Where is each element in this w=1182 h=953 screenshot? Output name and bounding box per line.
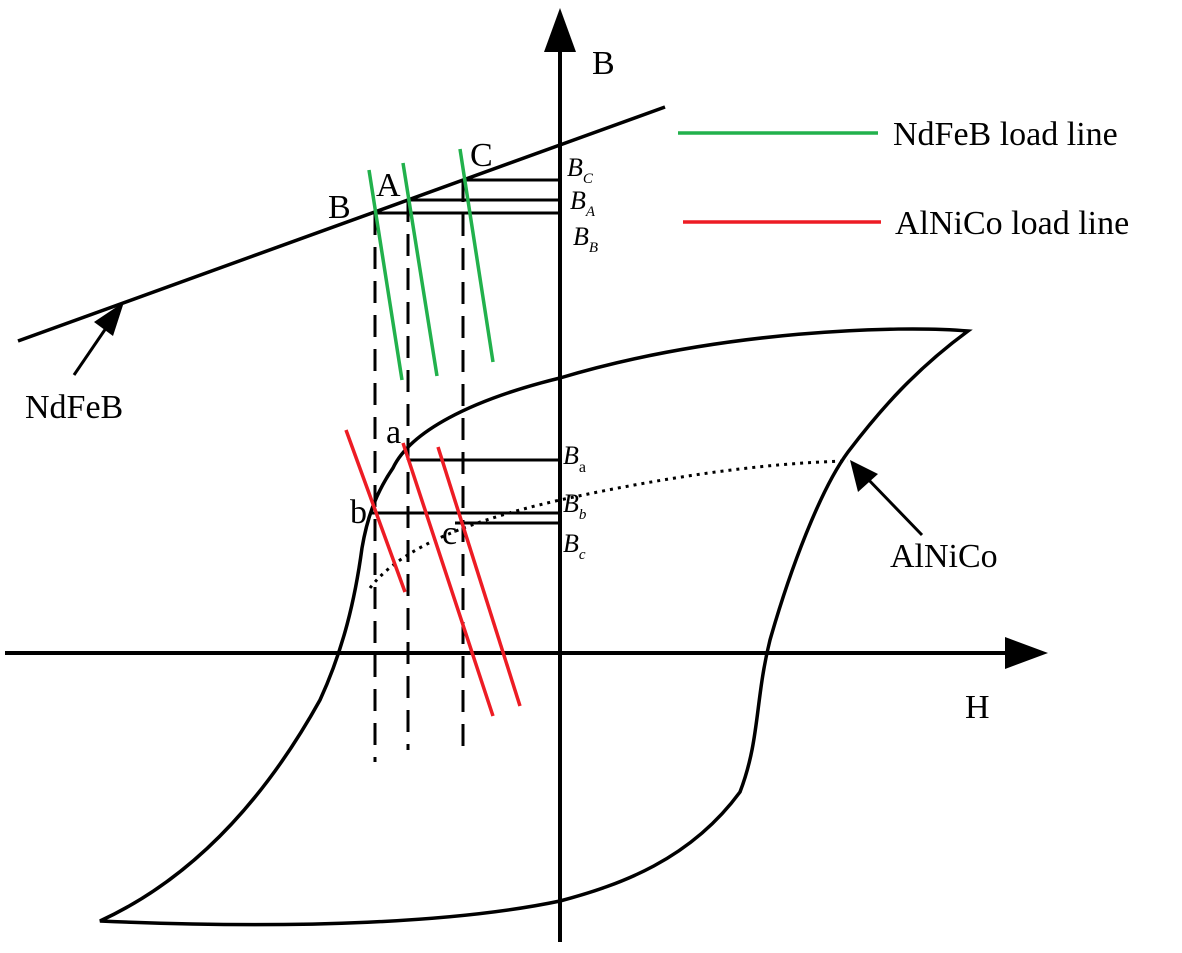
b-axis-arrow xyxy=(544,8,576,52)
b-axis-label: B xyxy=(592,45,615,82)
flux-label-ba: BA xyxy=(570,186,596,220)
alnico-hysteresis-loop xyxy=(99,327,973,927)
ndfeb-load-line-b xyxy=(367,169,404,381)
alnico-pointer-arrow xyxy=(862,473,924,537)
point-label-c-upper: C xyxy=(470,137,493,174)
flux-label-bb-lower: Bb xyxy=(563,489,587,523)
flux-label-bc: BC xyxy=(567,153,594,187)
legend-alnico-label: AlNiCo load line xyxy=(895,205,1129,242)
h-axis-label: H xyxy=(965,689,990,726)
alnico-load-line-b xyxy=(344,429,407,593)
h-axis-arrow xyxy=(1005,637,1048,669)
point-label-b-lower: b xyxy=(350,494,367,531)
alnico-load-line-c xyxy=(436,446,522,707)
alnico-label: AlNiCo xyxy=(890,538,998,575)
ndfeb-load-line-c xyxy=(458,148,495,363)
point-label-a-upper: A xyxy=(376,167,401,204)
flux-label-ba-lower: Ba xyxy=(563,441,586,476)
legend: NdFeB load line AlNiCo load line xyxy=(678,116,1129,242)
legend-ndfeb-label: NdFeB load line xyxy=(893,116,1118,153)
point-label-a-lower: a xyxy=(386,414,401,451)
alnico-load-line-a xyxy=(401,442,495,717)
ndfeb-pointer-head xyxy=(94,302,124,336)
flux-label-bc-lower: Bc xyxy=(563,529,586,563)
alnico-pointer-head xyxy=(850,460,878,492)
ndfeb-label: NdFeB xyxy=(25,389,123,426)
flux-label-bb: BB xyxy=(573,222,598,256)
point-label-c-lower: c xyxy=(442,515,457,552)
ndfeb-curve xyxy=(17,105,666,343)
point-label-b-upper: B xyxy=(328,189,351,226)
ndfeb-load-line-a xyxy=(401,162,439,377)
